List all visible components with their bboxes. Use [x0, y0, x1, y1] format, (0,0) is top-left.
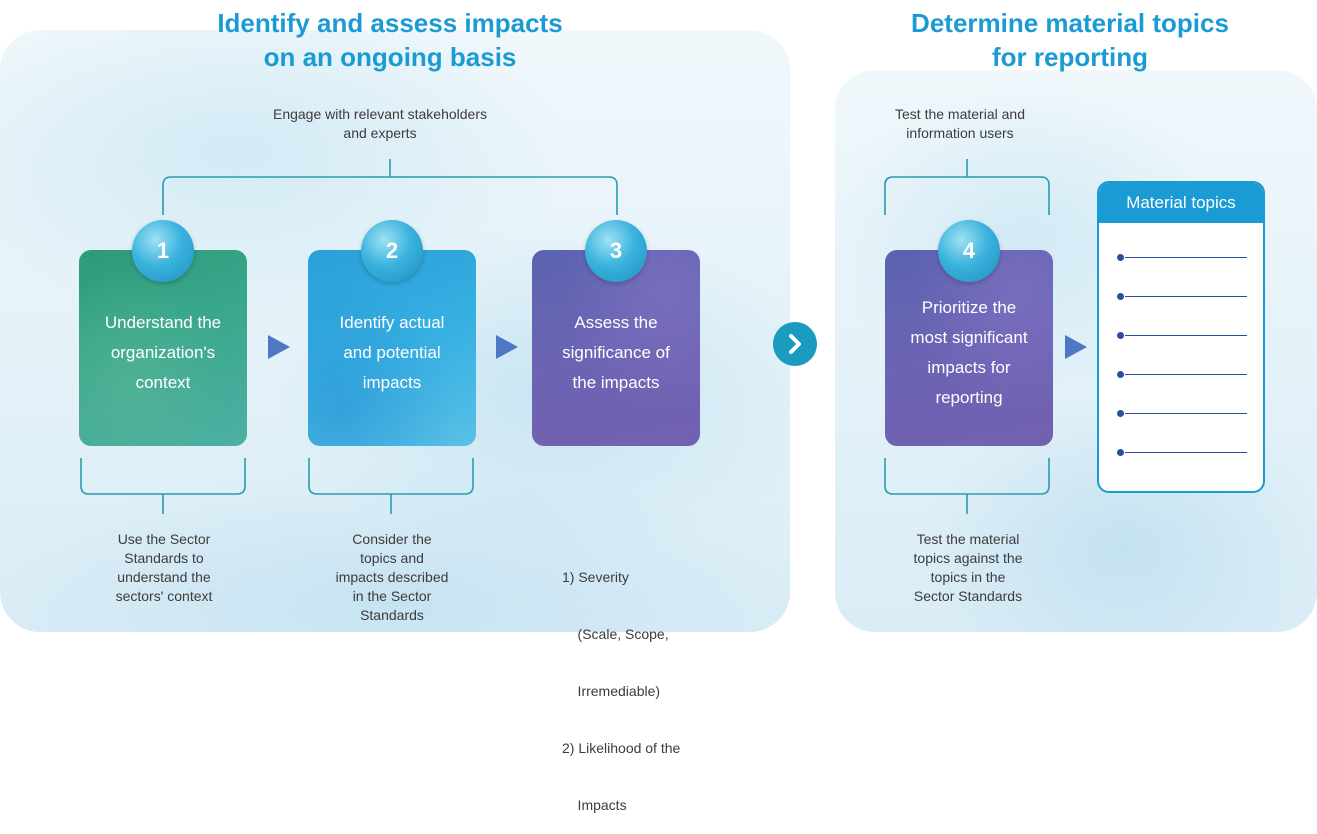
triangle-right-icon: [1065, 335, 1087, 359]
step1-note-line2: Standards to: [124, 550, 204, 566]
left-heading-line2: on an ongoing basis: [263, 42, 517, 72]
step3-line1: Assess the: [574, 313, 658, 332]
step4-note-line2: topics against the: [913, 550, 1023, 566]
chevron-right-icon: [789, 334, 801, 354]
topic-placeholder-line: [1117, 410, 1247, 417]
right-heading-line2: for reporting: [992, 42, 1148, 72]
topic-placeholder-line: [1117, 449, 1247, 456]
step-number-4: 4: [938, 220, 1000, 282]
step-card-3: Assess the significance of the impacts: [532, 250, 700, 446]
topic-placeholder-line: [1117, 332, 1247, 339]
engage-note-line1: Engage with relevant stakeholders: [272, 106, 488, 122]
topic-placeholder-line: [1117, 254, 1247, 261]
right-heading-line1: Determine material topics: [911, 8, 1229, 38]
step3-note-line2: (Scale, Scope,: [562, 626, 669, 642]
top-bracket-left: [162, 159, 618, 215]
next-step-button[interactable]: [773, 322, 817, 366]
step-card-1: Understand the organization's context: [79, 250, 247, 446]
step1-note: Use the Sector Standards to understand t…: [74, 530, 254, 606]
step2-note: Consider the topics and impacts describe…: [302, 530, 482, 625]
left-heading: Identify and assess impacts on an ongoin…: [130, 6, 650, 74]
step2-note-line4: in the Sector: [352, 588, 432, 604]
top-bracket-right: [884, 159, 1050, 215]
step1-line2: organization's: [110, 343, 216, 362]
test-note: Test the material and information users: [850, 105, 1070, 143]
bottom-bracket-2: [308, 458, 474, 514]
bottom-bracket-4: [884, 458, 1050, 514]
step2-note-line1: Consider the: [352, 531, 432, 547]
topic-placeholder-line: [1117, 371, 1247, 378]
material-topics-box: Material topics: [1097, 181, 1265, 493]
dot-icon: [1117, 293, 1124, 300]
engage-note-line2: and experts: [343, 125, 417, 141]
material-topics-title: Material topics: [1099, 183, 1263, 223]
test-note-line2: information users: [906, 125, 1014, 141]
step4-note-line3: topics in the: [930, 569, 1006, 585]
dot-icon: [1117, 254, 1124, 261]
step3-note-line4: 2) Likelihood of the: [562, 740, 681, 756]
step2-line2: and potential: [343, 343, 441, 362]
step4-note: Test the material topics against the top…: [878, 530, 1058, 606]
step4-line4: reporting: [935, 388, 1003, 407]
step2-note-line3: impacts described: [335, 569, 449, 585]
step4-note-line1: Test the material: [916, 531, 1020, 547]
step2-line3: impacts: [362, 373, 422, 392]
triangle-right-icon: [496, 335, 518, 359]
dot-icon: [1117, 410, 1124, 417]
step4-line3: impacts for: [927, 358, 1011, 377]
step3-note-line5: Impacts: [562, 797, 627, 813]
topic-placeholder-line: [1117, 293, 1247, 300]
engage-note: Engage with relevant stakeholders and ex…: [210, 105, 550, 143]
step-card-2: Identify actual and potential impacts: [308, 250, 476, 446]
left-heading-line1: Identify and assess impacts: [217, 8, 563, 38]
step-number-2: 2: [361, 220, 423, 282]
step1-line3: context: [135, 373, 191, 392]
step4-line1: Prioritize the: [921, 298, 1017, 317]
dot-icon: [1117, 449, 1124, 456]
bottom-bracket-1: [80, 458, 246, 514]
step3-note: 1) Severity (Scale, Scope, Irremediable)…: [562, 530, 732, 834]
step-card-4: Prioritize the most significant impacts …: [885, 250, 1053, 446]
dot-icon: [1117, 371, 1124, 378]
right-heading: Determine material topics for reporting: [860, 6, 1280, 74]
step3-line2: significance of: [562, 343, 670, 362]
step-number-3: 3: [585, 220, 647, 282]
step1-line1: Understand the: [104, 313, 222, 332]
step1-note-line1: Use the Sector: [117, 531, 211, 547]
step2-note-line5: Standards: [360, 607, 424, 623]
triangle-right-icon: [268, 335, 290, 359]
dot-icon: [1117, 332, 1124, 339]
step2-note-line2: topics and: [360, 550, 424, 566]
step1-note-line4: sectors' context: [115, 588, 213, 604]
step1-note-line3: understand the: [117, 569, 211, 585]
step3-note-line3: Irremediable): [562, 683, 661, 699]
step3-line3: the impacts: [572, 373, 660, 392]
step-number-1: 1: [132, 220, 194, 282]
step4-note-line4: Sector Standards: [913, 588, 1023, 604]
step4-line2: most significant: [910, 328, 1028, 347]
step2-line1: Identify actual: [339, 313, 445, 332]
test-note-line1: Test the material and: [895, 106, 1025, 122]
step3-note-line1: 1) Severity: [562, 569, 629, 585]
